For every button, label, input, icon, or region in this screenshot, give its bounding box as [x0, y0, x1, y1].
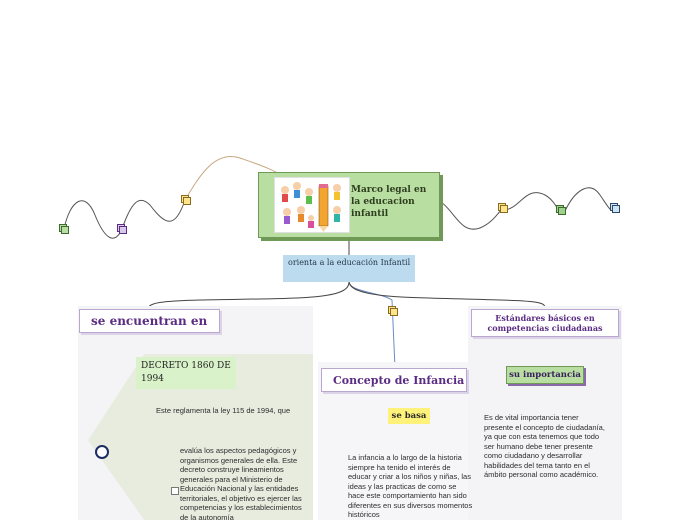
topic-icon[interactable] — [117, 224, 127, 234]
connector-tan-arc — [184, 156, 286, 201]
topic-icon[interactable] — [388, 306, 398, 316]
topic-icon[interactable] — [610, 203, 620, 213]
link-label-su-importancia[interactable]: su importancia — [506, 366, 584, 384]
connector-fan-right — [348, 281, 546, 309]
topic-concepto-de-infancia[interactable]: Concepto de Infancia — [321, 368, 467, 392]
node-ring-icon[interactable] — [95, 445, 109, 459]
topic-estandares-basicos[interactable]: Estándares básicos en competencias ciuda… — [471, 309, 619, 337]
central-link-label[interactable]: orienta a la educación Infantil — [283, 255, 415, 282]
topic-icon[interactable] — [59, 224, 69, 234]
collapse-toggle-icon[interactable] — [171, 487, 179, 495]
branch-panel-right — [468, 306, 622, 520]
link-label-se-basa[interactable]: se basa — [388, 408, 430, 424]
topic-icon[interactable] — [181, 195, 191, 205]
connector-fan-left — [147, 281, 350, 309]
decree-detail-text: evalúa los aspectos pedagógicos y organi… — [180, 446, 302, 520]
connector-squiggle-right — [437, 187, 616, 230]
decree-node[interactable]: DECRETO 1860 DE 1994 — [136, 357, 236, 389]
topic-se-encuentran-en[interactable]: se encuentran en — [79, 309, 220, 333]
decree-note-text: Este reglamenta la ley 115 de 1994, que — [156, 406, 291, 415]
topic-icon[interactable] — [556, 205, 566, 215]
topic-icon[interactable] — [498, 203, 508, 213]
central-topic-title: Marco legal en la educacion infantil — [351, 185, 427, 219]
connector-fan-mid — [348, 281, 396, 369]
infancia-text: La infancia a lo largo de la historia si… — [348, 453, 473, 519]
importancia-text: Es de vital importancia tener presente e… — [484, 413, 605, 479]
illustration-children-pencil — [274, 177, 350, 233]
